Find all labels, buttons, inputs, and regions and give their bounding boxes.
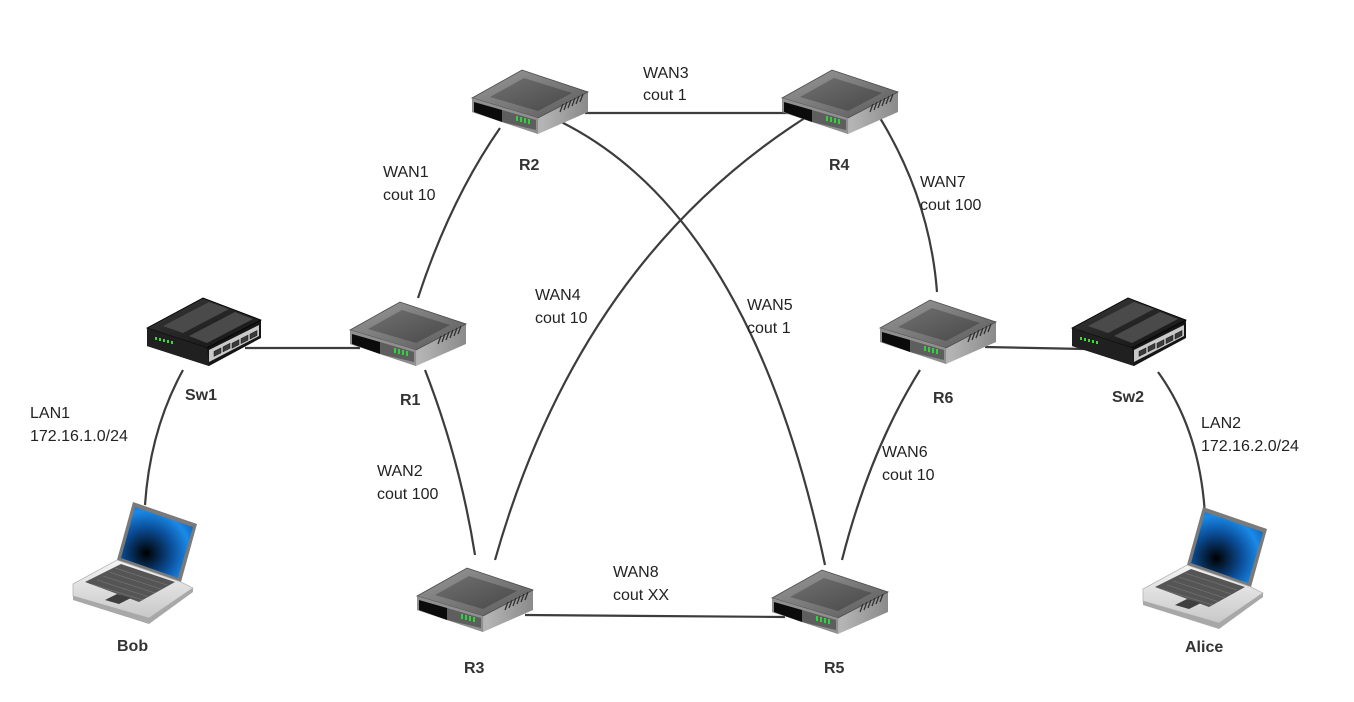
lan2-subnet: 172.16.2.0/24 bbox=[1201, 438, 1299, 455]
router-icon bbox=[781, 69, 899, 135]
link-lan1 bbox=[143, 369, 184, 506]
switch-icon bbox=[146, 297, 262, 367]
link-labels: WAN3 cout 1 WAN1 cout 10 WAN7 cout 100 W… bbox=[30, 65, 1299, 604]
router-r3-label: R3 bbox=[464, 660, 485, 677]
link-wan7 bbox=[879, 117, 939, 293]
wan6-name: WAN6 bbox=[882, 444, 928, 461]
router-icon bbox=[349, 301, 467, 367]
host-bob[interactable]: Bob bbox=[72, 501, 198, 655]
wan4-cost: cout 10 bbox=[535, 310, 588, 327]
router-r6-label: R6 bbox=[933, 390, 954, 407]
wan4-name: WAN4 bbox=[535, 287, 581, 304]
router-icon bbox=[879, 299, 997, 365]
link-wan1 bbox=[416, 127, 501, 299]
wan1-name: WAN1 bbox=[383, 164, 429, 181]
link-wan8 bbox=[524, 613, 786, 619]
wan8-cost: cout XX bbox=[613, 587, 669, 604]
router-r2-label: R2 bbox=[519, 157, 540, 174]
router-r2[interactable]: R2 bbox=[471, 69, 589, 174]
switch-sw1[interactable]: Sw1 bbox=[146, 297, 262, 404]
switch-sw2[interactable]: Sw2 bbox=[1071, 297, 1187, 406]
host-alice-label: Alice bbox=[1185, 639, 1223, 656]
wan6-cost: cout 10 bbox=[882, 467, 935, 484]
router-r3[interactable]: R3 bbox=[416, 567, 534, 677]
host-alice[interactable]: Alice bbox=[1142, 506, 1268, 656]
router-r5[interactable]: R5 bbox=[771, 569, 889, 677]
lan1-name: LAN1 bbox=[30, 405, 70, 422]
wan2-cost: cout 100 bbox=[377, 486, 438, 503]
link-lan2 bbox=[1157, 371, 1207, 516]
link-r6-sw2 bbox=[984, 345, 1086, 351]
router-r5-label: R5 bbox=[824, 660, 845, 677]
switch-icon bbox=[1071, 297, 1187, 367]
wan5-cost: cout 1 bbox=[747, 320, 791, 337]
router-r6[interactable]: R6 bbox=[879, 299, 997, 407]
link-wan2 bbox=[423, 369, 477, 556]
host-bob-label: Bob bbox=[117, 638, 148, 655]
links-layer bbox=[143, 111, 1207, 619]
laptop-icon bbox=[72, 501, 198, 625]
link-wan4 bbox=[493, 115, 809, 561]
router-r1-label: R1 bbox=[400, 392, 421, 409]
router-r1[interactable]: R1 bbox=[349, 301, 467, 409]
router-icon bbox=[416, 567, 534, 633]
wan5-name: WAN5 bbox=[747, 297, 793, 314]
wan2-name: WAN2 bbox=[377, 463, 423, 480]
router-icon bbox=[771, 569, 889, 635]
link-wan5 bbox=[552, 117, 827, 566]
wan8-name: WAN8 bbox=[613, 564, 659, 581]
lan1-subnet: 172.16.1.0/24 bbox=[30, 428, 128, 445]
router-r4[interactable]: R4 bbox=[781, 69, 899, 174]
wan1-cost: cout 10 bbox=[383, 187, 436, 204]
wan3-name: WAN3 bbox=[643, 65, 689, 82]
laptop-icon bbox=[1142, 506, 1268, 630]
router-r4-label: R4 bbox=[829, 157, 850, 174]
link-wan6 bbox=[840, 369, 921, 561]
wan3-cost: cout 1 bbox=[643, 87, 687, 104]
wan7-cost: cout 100 bbox=[920, 197, 981, 214]
lan2-name: LAN2 bbox=[1201, 415, 1241, 432]
switch-sw2-label: Sw2 bbox=[1112, 389, 1144, 406]
switch-sw1-label: Sw1 bbox=[185, 387, 217, 404]
wan7-name: WAN7 bbox=[920, 174, 966, 191]
router-icon bbox=[471, 69, 589, 135]
